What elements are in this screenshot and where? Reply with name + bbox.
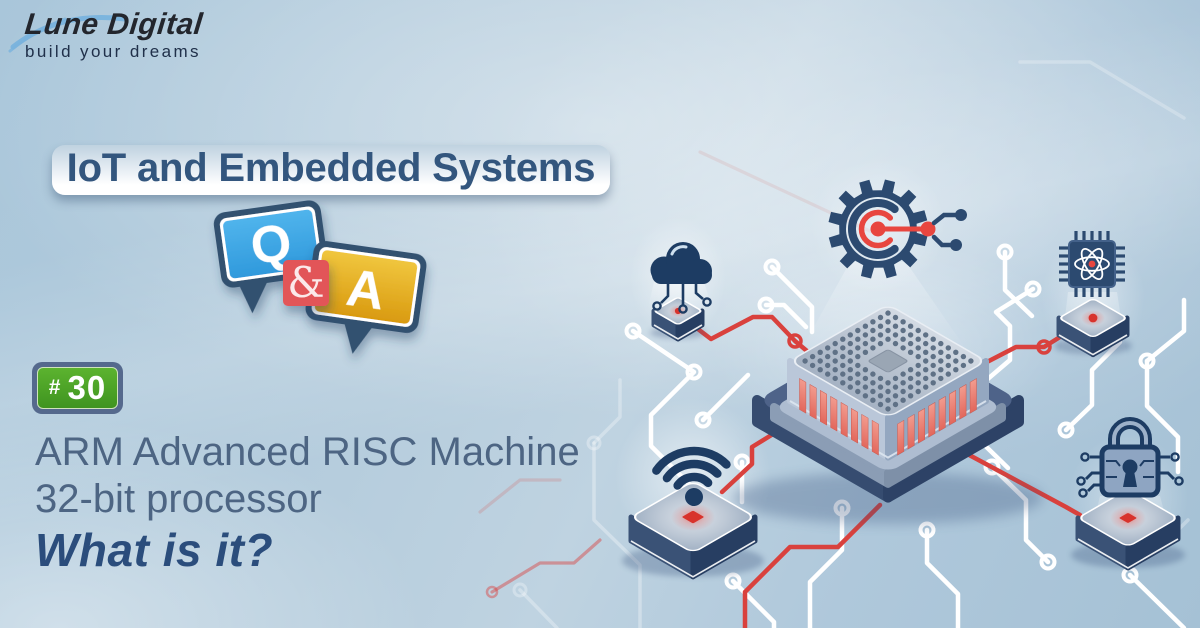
wifi-icon [652, 446, 731, 506]
title-banner: IoT and Embedded Systems [52, 145, 610, 195]
wifi-node-chip [622, 482, 764, 580]
quantum-node-chip [1054, 299, 1132, 358]
brand-name: Lune Digital [23, 8, 205, 41]
answer-bubble: A [305, 241, 427, 354]
security-lock-icon [1076, 417, 1184, 498]
episode-badge: # 30 [32, 362, 123, 414]
cloud-node-chip [650, 297, 706, 342]
ampersand-tile: & [283, 258, 329, 307]
cloud-computing-icon [650, 242, 712, 314]
processor-chip [733, 306, 1043, 524]
quantum-chip-icon [1059, 231, 1125, 297]
security-node-chip [1071, 490, 1185, 571]
title-text: IoT and Embedded Systems [66, 145, 596, 190]
circuit-traces [624, 243, 1187, 628]
headline-line2: 32-bit processor [35, 477, 322, 521]
pin-grid-array-dots [802, 310, 974, 412]
ampersand: & [287, 258, 324, 307]
qa-graphic: Q A & [213, 200, 427, 354]
brand-tagline: build your dreams [25, 42, 201, 61]
headline: ARM Advanced RISC Machine 32-bit process… [35, 429, 655, 574]
question-bubble: Q [213, 200, 329, 314]
headline-line1: ARM Advanced RISC Machine [35, 430, 580, 474]
brand-logo: Lune Digital build your dreams [8, 8, 285, 62]
logo-swoosh-icon [8, 15, 128, 53]
episode-number: 30 [67, 369, 107, 406]
gear-icon [828, 179, 967, 279]
hash-symbol: # [48, 376, 61, 399]
headline-question: What is it? [35, 524, 274, 576]
answer-letter: A [343, 259, 388, 322]
episode-badge-inner: # 30 [37, 367, 118, 409]
